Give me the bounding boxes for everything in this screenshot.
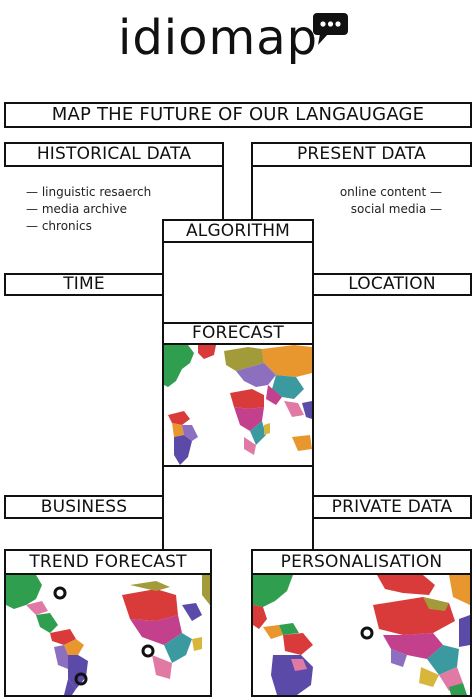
map-region <box>130 615 182 645</box>
location-box: LOCATION <box>312 273 472 296</box>
map-region <box>449 683 467 695</box>
connector-line <box>312 517 314 550</box>
map-region <box>449 575 470 605</box>
header-title: MAP THE FUTURE OF OUR LANGAUGAGE <box>51 104 425 125</box>
map-region <box>377 575 435 595</box>
connector-line <box>162 517 164 550</box>
historical-data-label: HISTORICAL DATA <box>36 144 192 164</box>
historical-data-box: HISTORICAL DATA <box>4 142 224 167</box>
map-region <box>253 575 293 607</box>
map-region <box>198 345 216 359</box>
list-item: — chronics <box>26 219 92 233</box>
map-region <box>391 649 407 667</box>
connector-line <box>251 166 253 220</box>
historical-sources-list: — linguistic resaerch — media archive — … <box>26 184 151 235</box>
map-region <box>172 423 184 437</box>
map-region <box>50 629 76 645</box>
personalisation-box: PERSONALISATION <box>251 549 472 575</box>
business-label: BUSINESS <box>40 496 128 517</box>
map-region <box>291 659 307 671</box>
time-box: TIME <box>4 273 164 296</box>
map-region <box>130 581 170 591</box>
present-data-box: PRESENT DATA <box>251 142 472 167</box>
speech-bubble-icon <box>312 12 350 50</box>
connector-line <box>162 465 164 497</box>
map-region <box>182 603 202 621</box>
map-region <box>234 407 264 431</box>
list-item: — media archive <box>26 202 128 216</box>
map-region <box>164 345 194 387</box>
connector-line <box>162 294 164 322</box>
map-region <box>230 389 264 409</box>
map-region <box>262 345 312 377</box>
map-region <box>54 645 68 669</box>
algorithm-label: ALGORITHM <box>185 220 291 241</box>
forecast-label: FORECAST <box>192 323 284 343</box>
map-region <box>266 385 282 405</box>
trend-forecast-label: TREND FORECAST <box>29 551 187 572</box>
map-region <box>302 401 312 419</box>
private-data-label: PRIVATE DATA <box>331 496 453 517</box>
map-region <box>164 633 192 663</box>
map-region <box>419 667 439 687</box>
location-label: LOCATION <box>348 274 436 294</box>
map-region <box>64 679 76 695</box>
map-region <box>36 613 58 633</box>
map-region <box>383 633 443 659</box>
map-region <box>202 575 210 605</box>
map-region <box>250 421 266 445</box>
connector-line <box>162 241 164 275</box>
map-region <box>284 401 304 417</box>
world-map-personal <box>251 573 472 697</box>
connector-line <box>312 241 314 275</box>
connector-line <box>312 294 314 322</box>
map-region <box>236 363 276 387</box>
location-marker <box>74 672 88 686</box>
present-data-label: PRESENT DATA <box>296 144 427 164</box>
map-region <box>263 625 283 639</box>
business-box: BUSINESS <box>4 495 164 519</box>
map-region <box>64 639 84 655</box>
map-region <box>192 637 202 651</box>
map-region <box>272 375 304 399</box>
forecast-box: FORECAST <box>162 322 314 345</box>
list-item: — linguistic resaerch <box>26 185 152 199</box>
list-item: online content — <box>339 185 442 199</box>
map-region <box>174 435 192 465</box>
private-data-box: PRIVATE DATA <box>312 495 472 519</box>
location-marker <box>53 586 67 600</box>
header-title-box: MAP THE FUTURE OF OUR LANGAUGAGE <box>4 102 472 128</box>
map-region <box>279 623 299 635</box>
map-region <box>152 655 172 679</box>
connector-line <box>312 465 314 497</box>
logo-wordmark: idiomap <box>118 10 319 66</box>
map-region <box>283 633 313 655</box>
map-region <box>168 411 190 425</box>
map-region <box>182 425 198 441</box>
present-sources-list: online content — social media — <box>340 184 442 218</box>
list-item: social media — <box>350 202 442 216</box>
map-region <box>292 435 312 451</box>
map-region <box>224 347 264 371</box>
map-region <box>122 589 178 621</box>
map-region <box>427 645 459 675</box>
algorithm-box: ALGORITHM <box>162 219 314 243</box>
world-map-trend <box>4 573 212 697</box>
map-region <box>253 605 267 629</box>
personalisation-label: PERSONALISATION <box>280 551 443 572</box>
map-region <box>423 597 449 611</box>
location-marker <box>141 644 155 658</box>
world-map-forecast <box>162 343 314 467</box>
map-region <box>459 615 470 647</box>
trend-forecast-box: TREND FORECAST <box>4 549 212 575</box>
map-region <box>68 655 88 689</box>
map-region <box>6 575 42 609</box>
map-region <box>26 601 48 615</box>
location-marker <box>360 626 374 640</box>
map-region <box>244 437 256 455</box>
map-region <box>264 423 270 435</box>
time-label: TIME <box>63 274 105 294</box>
connector-line <box>222 166 224 220</box>
